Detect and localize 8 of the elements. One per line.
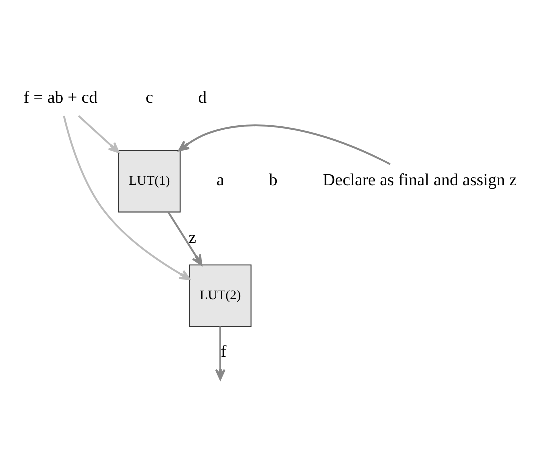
label: d [198, 88, 207, 107]
label: c [146, 88, 154, 107]
edge-label: f [221, 342, 227, 362]
label: a [216, 170, 224, 190]
label: b [269, 170, 278, 190]
node-text: Declare as final and assign z [323, 170, 518, 190]
node-text: f = ab + cd [24, 88, 98, 107]
edge-label: z [188, 228, 196, 247]
